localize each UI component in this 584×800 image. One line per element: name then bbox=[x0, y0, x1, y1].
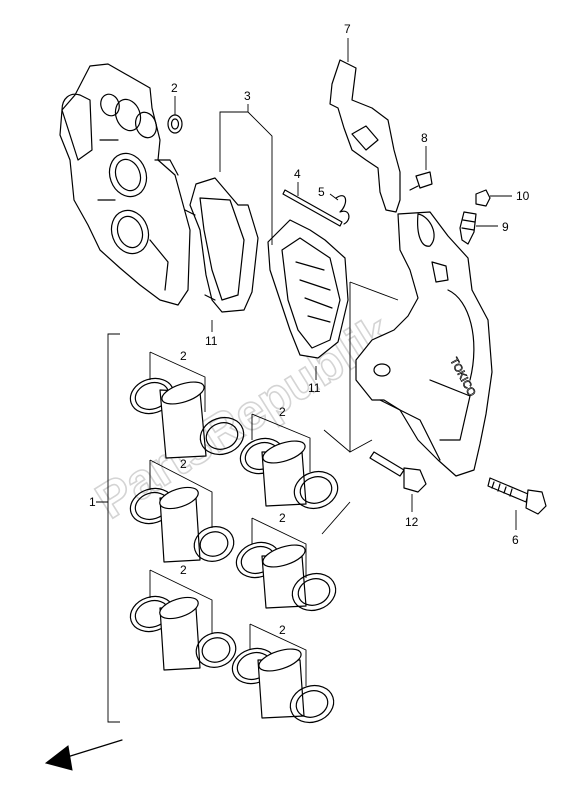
leader-lines bbox=[96, 38, 517, 723]
caliper-housing-inner bbox=[59, 63, 191, 306]
label-2e: 2 bbox=[279, 511, 286, 525]
seal-washer bbox=[167, 114, 183, 134]
label-1: 1 bbox=[89, 495, 96, 509]
label-2f: 2 bbox=[180, 563, 187, 577]
bleeder-cap-bolt bbox=[409, 171, 433, 191]
label-4: 4 bbox=[294, 167, 301, 181]
pad-spring bbox=[329, 59, 401, 213]
piston-set-3 bbox=[129, 486, 235, 563]
pad-pin bbox=[282, 189, 343, 227]
label-3: 3 bbox=[244, 89, 251, 103]
label-5: 5 bbox=[318, 185, 325, 199]
label-2a: 2 bbox=[171, 81, 178, 95]
brake-pad-right bbox=[267, 219, 349, 359]
label-8: 8 bbox=[421, 131, 428, 145]
watermark-text: PartsRepublik bbox=[86, 304, 401, 530]
piston-set-2 bbox=[239, 437, 339, 510]
label-12: 12 bbox=[405, 515, 419, 529]
front-direction-arrow-icon bbox=[44, 739, 123, 771]
bleeder-valve bbox=[459, 211, 477, 245]
piston-set-5 bbox=[129, 595, 237, 671]
pad-clip bbox=[335, 195, 350, 225]
caliper-bolt-short bbox=[369, 451, 427, 493]
label-11a: 11 bbox=[205, 334, 218, 348]
piston-set-6 bbox=[231, 647, 335, 724]
label-2g: 2 bbox=[279, 623, 286, 637]
label-7: 7 bbox=[344, 22, 351, 36]
caliper-body-outer: TOKICO bbox=[355, 211, 493, 477]
piston-set-4 bbox=[235, 541, 337, 612]
caliper-bolt-long bbox=[487, 477, 547, 515]
piston-set-1 bbox=[129, 377, 245, 459]
label-10: 10 bbox=[516, 189, 530, 203]
callout-labels: 1 2 2 2 2 2 2 2 3 4 5 6 7 8 9 10 11 11 1… bbox=[89, 22, 530, 637]
label-2b: 2 bbox=[180, 349, 187, 363]
bleeder-cap bbox=[475, 189, 491, 207]
label-9: 9 bbox=[502, 220, 509, 234]
brake-pad-left bbox=[184, 177, 259, 313]
label-2c: 2 bbox=[279, 405, 286, 419]
label-2d: 2 bbox=[180, 457, 187, 471]
label-11b: 11 bbox=[308, 381, 321, 395]
label-6: 6 bbox=[512, 533, 519, 547]
